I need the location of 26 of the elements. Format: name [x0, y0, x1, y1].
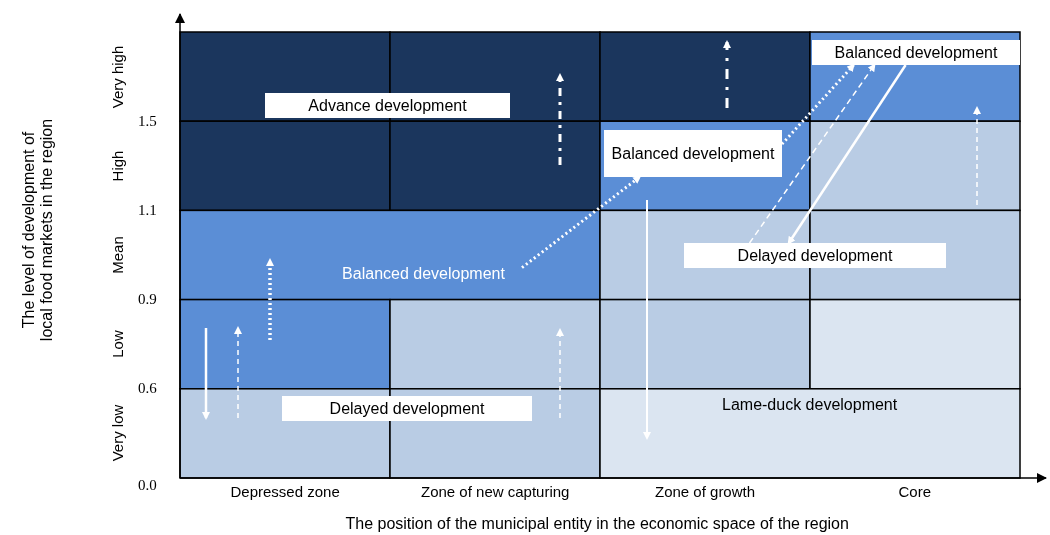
axis-title: The level of development of local food markets in the region [20, 117, 56, 344]
axis-category-label: Core [898, 483, 931, 501]
tick-label: 0.0 [138, 476, 157, 494]
arrow [521, 175, 642, 269]
arrow [787, 64, 907, 245]
axis-category-label: Zone of new capturing [421, 483, 570, 501]
label-box: Delayed development [282, 396, 532, 421]
axis-category-label: Very low [108, 404, 127, 462]
axis-category-label: Depressed zone [230, 483, 340, 501]
label-box: Delayed development [684, 243, 946, 268]
axis-category-label: Zone of growth [655, 483, 756, 501]
label-box: Balanced development [812, 40, 1020, 65]
label-box: Advance development [265, 93, 510, 118]
tick-label: 1.5 [138, 112, 157, 130]
axis-category-label: High [108, 150, 127, 182]
tick-label: 0.6 [138, 379, 157, 397]
axis-title: The position of the municipal entity in the economic space of the region [345, 515, 849, 533]
axis-category-label: Mean [108, 236, 127, 274]
label-box: Balanced development [604, 130, 782, 177]
axis-category-label: Low [108, 330, 127, 358]
axis-category-label: Very high [108, 45, 127, 109]
arrow [748, 63, 876, 244]
tick-label: 1.1 [138, 201, 157, 219]
zone-label: Lame-duck development [722, 396, 898, 414]
tick-label: 0.9 [138, 290, 157, 308]
zone-label: Balanced development [325, 264, 522, 282]
